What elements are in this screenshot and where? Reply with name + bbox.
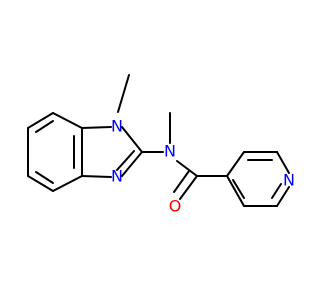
atom-n-amide: N [164, 142, 176, 161]
bond-c4-c3a [52, 175, 83, 192]
bond-n1-methyl [117, 74, 130, 113]
bond-namide-carbonyl [176, 160, 198, 177]
bond-c2-n3-double [116, 150, 135, 171]
molecule-canvas: N N N O N [27, 74, 295, 216]
bond-c2-n3 [121, 151, 143, 177]
bond-c7-c6-double [35, 120, 54, 133]
bond-c5-c4-double [35, 171, 54, 184]
bond-c5-c4 [27, 175, 54, 192]
bond-n1-c2 [121, 126, 143, 153]
bond-py-c4-c3 [226, 151, 245, 177]
bond-n3-c3a [81, 175, 112, 178]
atom-n-pyridine: N [283, 171, 295, 190]
bond-carbonyl-o [179, 175, 198, 200]
atom-n-methyl: N [111, 117, 123, 136]
atom-o-carbonyl: O [169, 197, 182, 216]
bond-n1-c7a [81, 126, 112, 129]
atom-n-imine: N [111, 167, 123, 186]
bond-py-c5-c4-double [232, 179, 245, 199]
structure-diagram: N N N O N [27, 74, 295, 216]
bond-py-n-c6 [276, 186, 290, 207]
bond-carbonyl-o-double [173, 170, 190, 193]
bond-py-c5-c4 [226, 175, 245, 207]
bond-c7-c6 [27, 112, 54, 129]
bond-py-c2-n [276, 151, 290, 174]
bond-c7a-c7 [52, 112, 83, 129]
bond-py-n-c6-double [271, 183, 282, 199]
